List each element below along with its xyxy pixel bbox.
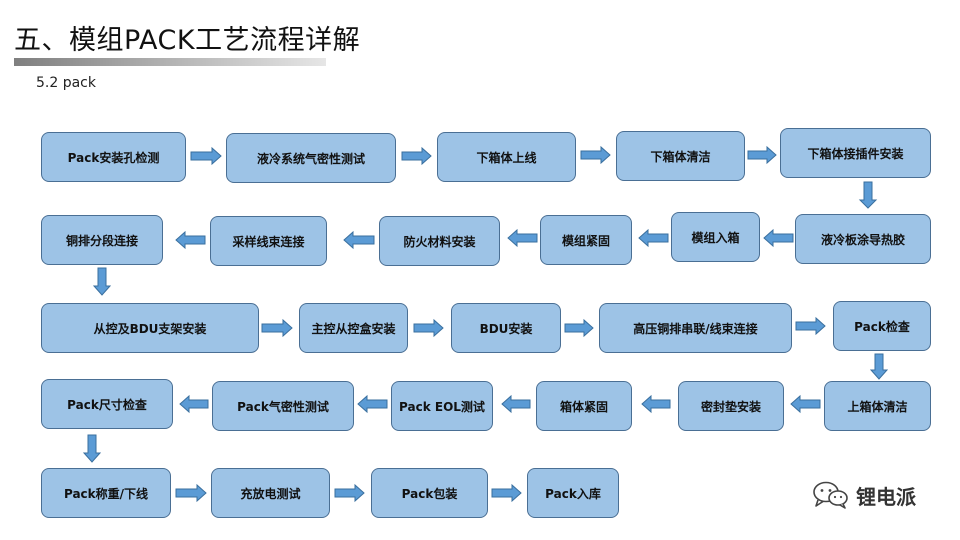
- flow-arrow-left: [641, 394, 671, 414]
- flow-arrow-down: [869, 353, 889, 380]
- step-fire-material-install: 防火材料安装: [379, 216, 500, 266]
- step-cold-plate-thermal-glue: 液冷板涂导热胶: [795, 214, 931, 264]
- flow-arrow-left: [179, 394, 209, 414]
- step-charge-discharge-test: 充放电测试: [211, 468, 330, 518]
- title-underline: [14, 58, 326, 66]
- step-bdu-install: BDU安装: [451, 303, 561, 353]
- step-module-fastening: 模组紧固: [540, 215, 632, 265]
- step-slave-bdu-bracket-install: 从控及BDU支架安装: [41, 303, 259, 353]
- flow-arrow-left: [501, 394, 531, 414]
- step-module-into-case: 模组入箱: [671, 212, 760, 262]
- section-subtitle: 5.2 pack: [36, 75, 96, 91]
- step-pack-eol-test: Pack EOL测试: [391, 381, 493, 431]
- flow-arrow-left: [507, 228, 538, 248]
- flow-arrow-down: [92, 267, 112, 296]
- flow-arrow-right: [175, 483, 207, 503]
- step-master-slave-box-install: 主控从控盒安装: [299, 303, 408, 353]
- step-upper-case-cleaning: 上箱体清洁: [824, 381, 931, 431]
- watermark-text: 锂电派: [856, 484, 916, 509]
- step-lower-case-loading: 下箱体上线: [437, 132, 576, 182]
- flow-arrow-left: [638, 228, 669, 248]
- flow-arrow-left: [343, 230, 375, 250]
- flow-arrow-right: [413, 318, 444, 338]
- flow-arrow-right: [334, 483, 365, 503]
- wechat-icon: [813, 481, 848, 509]
- flow-arrow-right: [491, 483, 522, 503]
- flow-arrow-right: [580, 145, 611, 165]
- flow-arrow-right: [795, 316, 826, 336]
- step-pack-packaging: Pack包装: [371, 468, 488, 518]
- step-pack-airtightness-test: Pack气密性测试: [212, 381, 354, 431]
- flow-arrow-down: [858, 181, 878, 209]
- flow-arrow-left: [763, 228, 794, 248]
- flow-arrow-left: [790, 394, 821, 414]
- step-pack-warehousing: Pack入库: [527, 468, 619, 518]
- flow-arrow-right: [747, 145, 777, 165]
- watermark: 锂电派: [812, 480, 916, 510]
- step-busbar-segment-connection: 铜排分段连接: [41, 215, 163, 265]
- step-lower-case-cleaning: 下箱体清洁: [616, 131, 745, 181]
- step-pack-mounting-hole-inspection: Pack安装孔检测: [41, 132, 186, 182]
- step-case-fastening: 箱体紧固: [536, 381, 632, 431]
- flow-arrow-right: [190, 146, 222, 166]
- flow-arrow-right: [564, 318, 594, 338]
- step-pack-check: Pack检查: [833, 301, 931, 351]
- page-title: 五、模组PACK工艺流程详解: [14, 25, 361, 56]
- step-liquid-cooling-airtightness-test: 液冷系统气密性测试: [226, 133, 396, 183]
- step-gasket-install: 密封垫安装: [678, 381, 784, 431]
- flow-arrow-down: [82, 434, 102, 463]
- flow-arrow-right: [401, 146, 432, 166]
- flow-arrow-left: [357, 394, 388, 414]
- step-lower-case-connector-install: 下箱体接插件安装: [780, 128, 931, 178]
- step-sampling-harness-connection: 采样线束连接: [210, 216, 327, 266]
- step-pack-dimension-check: Pack尺寸检查: [41, 379, 173, 429]
- step-hv-busbar-harness-connection: 高压铜排串联/线束连接: [599, 303, 792, 353]
- step-pack-weighing-offline: Pack称重/下线: [41, 468, 171, 518]
- flow-arrow-left: [175, 230, 206, 250]
- flow-arrow-right: [261, 318, 293, 338]
